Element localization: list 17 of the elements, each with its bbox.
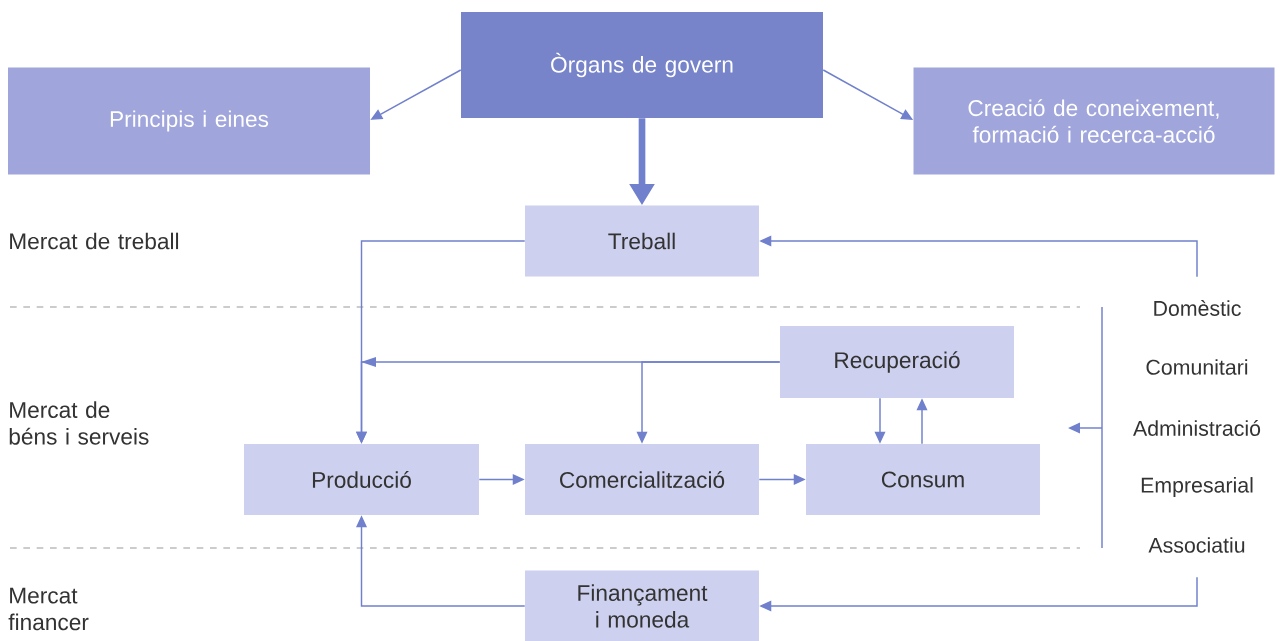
row-label: Mercat financer xyxy=(8,587,89,631)
sector-label: Comunitari xyxy=(1146,359,1248,375)
process-box: Comercialització xyxy=(525,444,759,515)
sector-label: Empresarial xyxy=(1141,477,1253,497)
process-box: Producció xyxy=(244,444,479,515)
sector-label: Administració xyxy=(1133,420,1261,436)
sector-label: Associatiu xyxy=(1148,537,1245,553)
process-box: Consum xyxy=(806,444,1040,515)
sector-label: Domèstic xyxy=(1154,300,1241,316)
process-box: Creació de coneixement, formació i recerca-acció xyxy=(913,67,1275,175)
row-label: Mercat de béns i serveis xyxy=(9,401,149,445)
process-box: Principis i eines xyxy=(8,67,370,175)
process-box: Finançament i moneda xyxy=(525,570,759,641)
process-box: Recuperació xyxy=(780,326,1014,398)
process-box: Òrgans de govern xyxy=(461,12,823,118)
row-label: Mercat de treball xyxy=(10,232,179,250)
process-box: Treball xyxy=(525,205,759,277)
